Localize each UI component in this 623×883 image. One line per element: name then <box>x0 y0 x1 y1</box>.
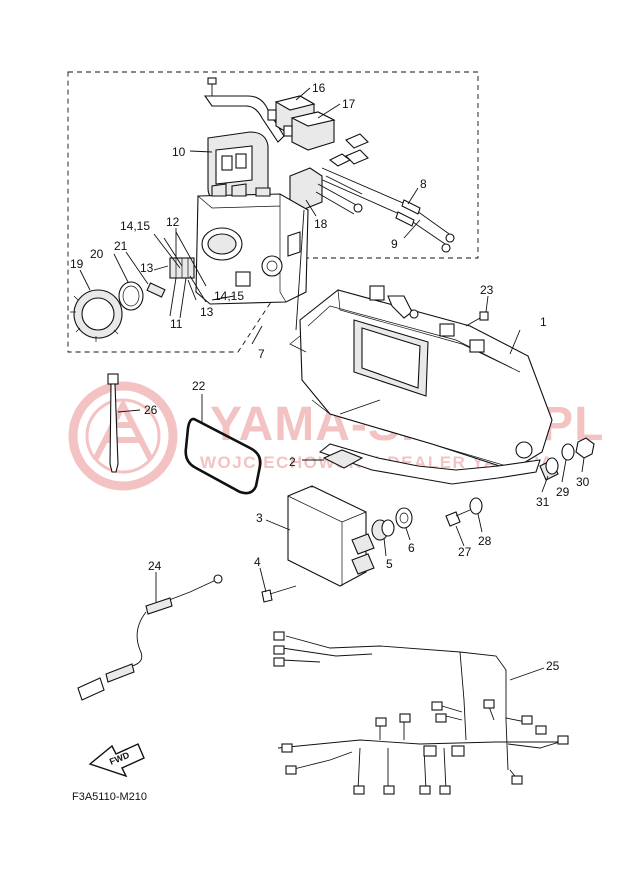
callout-9: 9 <box>391 237 398 251</box>
callout-14-15a: 14,15 <box>120 219 150 233</box>
part-2-plate <box>318 443 541 485</box>
callout-16: 16 <box>312 81 326 95</box>
part-22-gasket <box>184 417 262 495</box>
part-30-nut <box>575 437 595 459</box>
callout-6: 6 <box>408 541 415 555</box>
part-8-9-cables <box>317 167 455 253</box>
small-connectors <box>328 133 369 167</box>
callout-31: 31 <box>536 495 550 509</box>
callout-23: 23 <box>480 283 494 297</box>
part-5-grommet <box>371 519 395 541</box>
callout-21: 21 <box>114 239 128 253</box>
callout-7: 7 <box>258 347 265 361</box>
part-19-cap <box>70 289 123 342</box>
callout-22: 22 <box>192 379 206 393</box>
bracket-clip <box>203 95 285 143</box>
diagram-code: F3A5110-M210 <box>72 791 147 803</box>
electrical-box <box>195 183 309 305</box>
callout-14-15b: 14,15 <box>214 289 244 303</box>
part-6-collar <box>395 507 413 529</box>
part-21-fuse <box>146 282 166 298</box>
callout-labels: 1 2 3 4 5 6 7 8 9 10 11 12 13 13 14,15 1… <box>70 81 590 673</box>
callout-13b: 13 <box>200 305 214 319</box>
part-4-bolt <box>261 585 297 603</box>
callout-29: 29 <box>556 485 570 499</box>
callout-24: 24 <box>148 559 162 573</box>
callout-27: 27 <box>458 545 472 559</box>
part-24-lead-wire <box>77 574 223 701</box>
part-18-connector <box>289 167 363 215</box>
callout-3: 3 <box>256 511 263 525</box>
callout-20: 20 <box>90 247 104 261</box>
callout-13a: 13 <box>140 261 154 275</box>
callout-11: 11 <box>170 317 183 331</box>
callout-18: 18 <box>314 217 328 231</box>
part-3-cdi-unit <box>287 485 375 587</box>
callout-17: 17 <box>342 97 356 111</box>
callout-30: 30 <box>576 475 590 489</box>
part-1-housing <box>289 285 553 471</box>
callout-28: 28 <box>478 534 492 548</box>
callout-1: 1 <box>540 315 547 329</box>
callout-8: 8 <box>420 177 427 191</box>
callout-12: 12 <box>166 215 180 229</box>
part-12-terminal-block <box>169 257 195 279</box>
part-25-wiring-harness <box>273 631 569 795</box>
part-27-bolt <box>445 509 471 527</box>
part-26-cable-tie <box>107 373 119 473</box>
leader-lines <box>79 87 585 681</box>
callout-4: 4 <box>254 555 261 569</box>
callout-19: 19 <box>70 257 84 271</box>
callout-5: 5 <box>386 557 393 571</box>
part-31-spacer <box>539 457 559 481</box>
part-28-washer <box>469 497 483 515</box>
fwd-arrow-icon: FWD <box>88 743 145 778</box>
callout-26: 26 <box>144 403 158 417</box>
callout-25: 25 <box>546 659 560 673</box>
part-17-relay <box>283 111 336 151</box>
callout-10: 10 <box>172 145 186 159</box>
watermark-logo-icon <box>68 381 178 491</box>
part-29-washer <box>561 443 575 461</box>
callout-2: 2 <box>289 455 296 469</box>
part-23-bolt <box>465 311 489 327</box>
